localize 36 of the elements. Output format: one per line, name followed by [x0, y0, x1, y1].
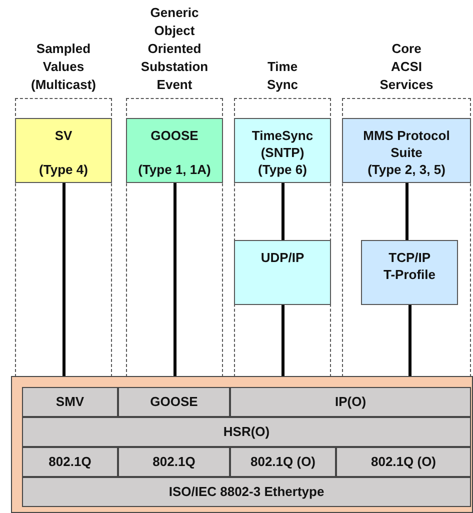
- layer-cell: SMV: [22, 387, 118, 417]
- layer-cell: HSR(O): [22, 417, 471, 447]
- layer-cell: 802.1Q: [22, 447, 118, 477]
- box-label: MMS Protocol Suite: [362, 127, 451, 161]
- box-label: (Type 4): [39, 161, 88, 178]
- box-label: (Type 1, 1A): [138, 161, 211, 178]
- protocol-box: [361, 240, 458, 305]
- box-label: (Type 2, 3, 5): [368, 161, 446, 178]
- box-label: TimeSync (SNTP): [250, 127, 314, 161]
- protocol-box: [342, 118, 471, 183]
- column-heading: Generic Object Oriented Substation Event: [140, 4, 210, 94]
- box-label: GOOSE: [150, 127, 198, 144]
- layer-cell: ISO/IEC 8802-3 Ethertype: [22, 477, 471, 507]
- box-label: (Type 6): [258, 161, 307, 178]
- layer-cell: IP(O): [230, 387, 471, 417]
- connector-line: [282, 305, 284, 376]
- column-heading: Time Sync: [266, 58, 300, 94]
- connector-line: [406, 183, 408, 240]
- layer-cell: 802.1Q: [118, 447, 230, 477]
- column-heading: Core ACSI Services: [378, 40, 434, 94]
- box-label: TCP/IP T-Profile: [382, 249, 436, 283]
- box-label: UDP/IP: [260, 249, 304, 266]
- layer-panel: [11, 376, 473, 513]
- connector-line: [174, 183, 176, 376]
- protocol-box: [126, 118, 223, 183]
- box-label: SV: [54, 127, 72, 144]
- column-heading: Sampled Values (Multicast): [30, 40, 97, 94]
- connector-line: [408, 305, 412, 376]
- protocol-box: [234, 240, 331, 305]
- protocol-box: [234, 118, 331, 183]
- protocol-box: [15, 118, 112, 183]
- connector-line: [62, 183, 66, 376]
- connector-line: [282, 183, 284, 240]
- layer-cell: GOOSE: [118, 387, 230, 417]
- layer-cell: 802.1Q (O): [230, 447, 336, 477]
- layer-cell: 802.1Q (O): [336, 447, 471, 477]
